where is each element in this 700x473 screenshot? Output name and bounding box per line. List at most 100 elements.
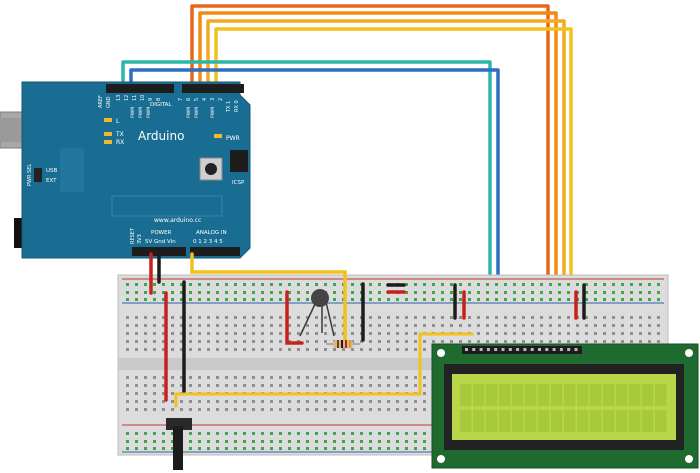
rx-label: RX bbox=[116, 139, 124, 146]
lcd-cell bbox=[655, 410, 667, 432]
lcd-cell bbox=[499, 410, 511, 432]
arduino-logo: Arduino bbox=[138, 129, 184, 143]
lcd-cell bbox=[603, 410, 615, 432]
lcd-cell bbox=[512, 410, 524, 432]
lcd-cell bbox=[629, 384, 641, 406]
arduino-board: Arduino www.arduino.cc AREF GND DIGITAL … bbox=[0, 81, 251, 259]
lcd-cell bbox=[577, 384, 589, 406]
lcd-cell bbox=[590, 384, 602, 406]
digital-pin-label: 5 bbox=[194, 98, 200, 101]
power-label: POWER bbox=[151, 230, 172, 236]
lcd-module bbox=[431, 343, 699, 469]
v33-label: 3V3 bbox=[137, 234, 143, 244]
led-l-label: L bbox=[116, 118, 120, 125]
lcd-cell bbox=[473, 410, 485, 432]
lcd-cell bbox=[460, 410, 472, 432]
pwm-label-10: PWM bbox=[138, 107, 144, 118]
wire-pin5-lcd bbox=[190, 4, 550, 318]
reset-label: RESET bbox=[130, 227, 136, 244]
digital-pin-label: TX 1 bbox=[226, 101, 232, 113]
lcd-cell bbox=[642, 384, 654, 406]
pwm-label-6: PWM bbox=[186, 107, 192, 118]
wire-pot-contrast bbox=[174, 332, 474, 408]
lcd-cell bbox=[473, 384, 485, 406]
led-pwr bbox=[214, 134, 222, 138]
pwr-label: PWR bbox=[226, 135, 240, 142]
wire-pin2-lcd bbox=[214, 27, 573, 318]
lcd-cell bbox=[460, 384, 472, 406]
lcd-cell bbox=[616, 410, 628, 432]
lcd-cell bbox=[499, 384, 511, 406]
lcd-cell bbox=[538, 384, 550, 406]
lcd-cell bbox=[551, 410, 563, 432]
breadboard-wires bbox=[149, 252, 586, 408]
icsp-label: ICSP bbox=[232, 180, 245, 186]
lcd-cell bbox=[525, 384, 537, 406]
thermistor-head bbox=[311, 289, 329, 307]
lcd-cell bbox=[590, 410, 602, 432]
digital-pin-label: 11 bbox=[132, 95, 138, 101]
led-tx bbox=[104, 132, 112, 136]
aref-label: AREF bbox=[98, 95, 104, 108]
lcd-cell bbox=[551, 384, 563, 406]
wire-a0-sensor bbox=[190, 252, 347, 342]
lcd-cell bbox=[525, 410, 537, 432]
digital-pin-label: 7 bbox=[178, 98, 184, 101]
usb-label: USB bbox=[46, 168, 58, 174]
digital-pin-label: 10 bbox=[140, 95, 146, 101]
microcontroller-chip bbox=[111, 195, 223, 217]
potentiometer[interactable] bbox=[166, 418, 192, 470]
power-pins-label: 5V Gnd Vin bbox=[145, 239, 176, 245]
gnd-label: GND bbox=[106, 96, 112, 108]
icsp-header bbox=[230, 150, 248, 172]
power-header bbox=[132, 247, 186, 256]
potentiometer-knob[interactable] bbox=[173, 426, 183, 470]
led-l bbox=[104, 118, 112, 122]
resistor bbox=[326, 340, 360, 348]
digital-pin-label: 9 bbox=[148, 98, 154, 101]
lcd-cell bbox=[486, 384, 498, 406]
lcd-character-cells bbox=[460, 384, 667, 432]
pwm-labels: PWM PWM PWM PWM PWM PWM bbox=[130, 107, 216, 118]
analog-header bbox=[190, 247, 240, 256]
lcd-cell bbox=[655, 384, 667, 406]
lcd-pin-marks bbox=[465, 348, 578, 351]
pwr-sel-label: PWR SEL bbox=[27, 164, 33, 186]
digital-pin-label: 8 bbox=[156, 98, 162, 101]
tx-label: TX bbox=[115, 131, 124, 138]
digital-pin-label: 2 bbox=[218, 98, 224, 101]
digital-header-right bbox=[182, 84, 244, 93]
analog-pins-label: 0 1 2 3 4 5 bbox=[193, 239, 223, 245]
ext-label: EXT bbox=[46, 178, 57, 184]
pwr-sel-jumper bbox=[34, 168, 42, 182]
pwm-label-5: PWM bbox=[194, 107, 200, 118]
wire-pin4-lcd bbox=[198, 11, 558, 318]
digital-pin-label: 13 bbox=[116, 95, 122, 101]
pwm-label-11: PWM bbox=[130, 107, 136, 118]
digital-pin-label: 3 bbox=[210, 98, 216, 101]
lcd-header-pins bbox=[462, 346, 582, 354]
digital-pin-label: 4 bbox=[202, 98, 208, 101]
lcd-cell bbox=[564, 410, 576, 432]
lcd-cell bbox=[486, 410, 498, 432]
led-rx bbox=[104, 140, 112, 144]
lcd-cell bbox=[512, 384, 524, 406]
lcd-cell bbox=[616, 384, 628, 406]
lcd-data-wires bbox=[121, 4, 573, 318]
arduino-website: www.arduino.cc bbox=[154, 217, 201, 224]
lcd-cell bbox=[577, 410, 589, 432]
digital-label: DIGITAL bbox=[150, 102, 172, 108]
lcd-cell bbox=[603, 384, 615, 406]
lcd-cell bbox=[564, 384, 576, 406]
wire-pin3-lcd bbox=[206, 19, 566, 318]
digital-pin-label: 6 bbox=[186, 98, 192, 101]
temperature-sensor bbox=[299, 289, 335, 337]
lcd-cell bbox=[629, 410, 641, 432]
lcd-cell bbox=[642, 410, 654, 432]
digital-pin-label: 12 bbox=[124, 95, 130, 101]
pwm-label-9: PWM bbox=[146, 107, 152, 118]
wire-pin11-lcd bbox=[129, 68, 500, 318]
digital-pin-label: RX 0 bbox=[234, 100, 240, 112]
